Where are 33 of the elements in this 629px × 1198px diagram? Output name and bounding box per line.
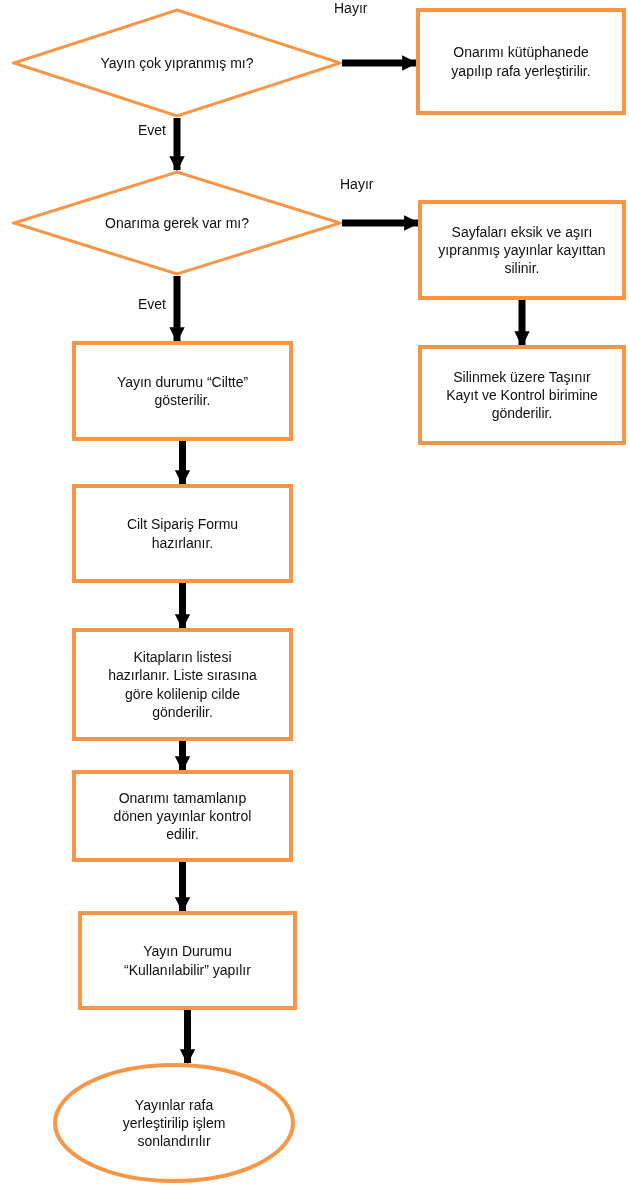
edge-label: Hayır: [334, 0, 368, 16]
node-text: Yayın çok yıpranmış mı?: [99, 53, 255, 73]
node-text: Sayfaları eksik ve aşırı yıpranmış yayınlar kayıttan silinir.: [437, 222, 607, 278]
node-text: Yayınlar rafa yerleştirilip işlem sonlandırılır: [121, 1095, 227, 1151]
arrow: [174, 741, 191, 772]
node-text: Silinmek üzere Taşınır Kayıt ve Kontrol birimine gönderilir.: [445, 367, 599, 423]
node-text: Kitapların listesi hazırlanır. Liste sırasına göre kolilenip cilde gönderilir.: [107, 648, 258, 721]
arrow: [342, 55, 418, 71]
node-text: Cilt Sipariş Formu hazırlanır.: [125, 515, 240, 552]
arrow: [179, 1010, 196, 1065]
arrow: [169, 276, 185, 343]
process-box: [78, 911, 297, 1010]
process-box: [72, 628, 293, 741]
arrow: [174, 441, 191, 486]
arrow: [514, 300, 530, 347]
node-text: Yayın Durumu “Kullanılabilir” yapılır: [123, 942, 252, 979]
process-box: [416, 8, 626, 115]
node-text: Onarımı tamamlanıp dönen yayınlar kontrol edilir.: [112, 788, 253, 844]
arrow: [174, 862, 191, 913]
process-box: [418, 345, 626, 445]
process-box: [72, 484, 293, 583]
arrow: [174, 583, 191, 630]
edge-label: Hayır: [340, 176, 374, 192]
edge-label: Evet: [138, 296, 166, 312]
edge-label: Evet: [138, 122, 166, 138]
node-text: Onarıma gerek var mı?: [104, 213, 250, 233]
node-text: Onarımı kütüphanede yapılıp rafa yerleştirilir.: [450, 43, 592, 80]
process-box: [72, 341, 293, 441]
arrow: [169, 118, 185, 172]
node-text: Yayın durumu “Ciltte” gösterilir.: [115, 372, 250, 410]
process-box: [418, 200, 626, 300]
arrow: [342, 215, 420, 231]
process-box: [72, 770, 293, 862]
